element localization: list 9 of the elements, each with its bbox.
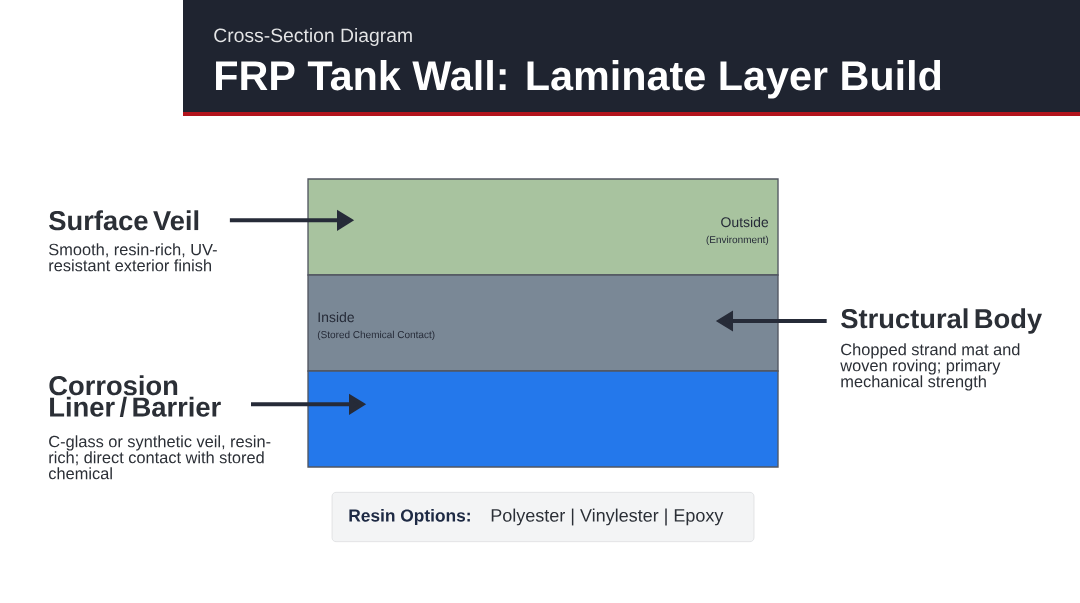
callout-text: Surface Veil Smooth, resin-rich, UV-resistant exterior finish xyxy=(49,210,217,272)
layer-band: Outside (Environment) xyxy=(307,178,779,276)
title: FRP Tank Wall: Laminate Layer Build xyxy=(216,60,941,99)
layer-band: Inside (Stored Chemical Contact) xyxy=(307,274,779,372)
subtitle: Cross-Section Diagram xyxy=(214,28,412,46)
callout-text: Corrosion Liner / Barrier C-glass or synthetic veil, resin-rich; direct contact with stored chemical xyxy=(48,375,271,480)
callout-text: Structural Body Chopped strand mat and woven roving; primary mechanical strength xyxy=(840,308,1042,391)
layer-band xyxy=(307,370,779,468)
resin-options-box: Resin Options: Polyester | Vinylester | Epoxy xyxy=(331,492,755,542)
